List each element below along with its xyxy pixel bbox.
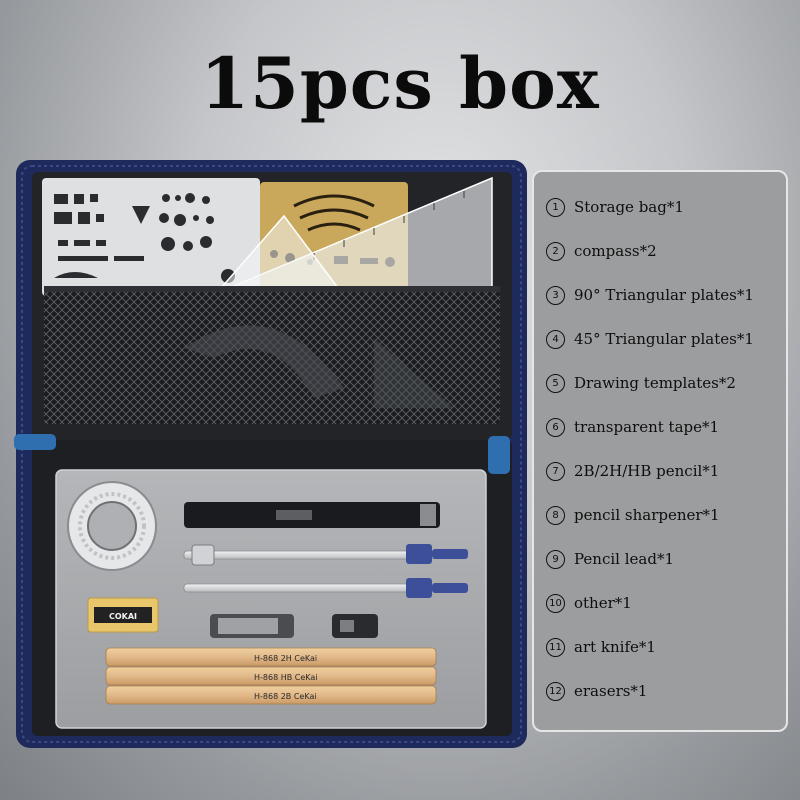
- legend-item: 12 erasers*1: [546, 677, 782, 705]
- legend-item: 6 transparent tape*1: [546, 413, 782, 441]
- pencils: H-868 2H CeKai H-868 HB CeKai H-868 2B C…: [105, 647, 437, 705]
- pencil-label-2b: H-868 2B CeKai: [254, 692, 317, 701]
- art-knife: [184, 502, 440, 528]
- item-number: 6: [546, 417, 565, 437]
- item-number: 3: [546, 285, 565, 305]
- item-label: compass*2: [574, 242, 657, 260]
- transparent-tape: [67, 481, 157, 571]
- page-title: 15pcs box: [200, 42, 600, 125]
- pencil-sharpener: [332, 614, 378, 638]
- legend-item: 3 90° Triangular plates*1: [546, 281, 782, 309]
- item-label: pencil sharpener*1: [574, 506, 720, 524]
- mesh-pocket: [44, 286, 500, 424]
- item-label: 90° Triangular plates*1: [574, 286, 754, 304]
- eraser-brand: COKAI: [109, 612, 137, 621]
- legend-item: 4 45° Triangular plates*1: [546, 325, 782, 353]
- item-label: transparent tape*1: [574, 418, 720, 436]
- item-number: 1: [546, 197, 565, 217]
- item-number: 9: [546, 549, 565, 569]
- item-number: 4: [546, 329, 565, 349]
- drawing-template-silver: [42, 178, 260, 296]
- compass-2: [183, 578, 468, 598]
- item-label: other*1: [574, 594, 632, 612]
- item-number: 11: [546, 637, 565, 657]
- item-number: 2: [546, 241, 565, 261]
- item-number: 12: [546, 681, 565, 701]
- legend-item: 8 pencil sharpener*1: [546, 501, 782, 529]
- item-label: Pencil lead*1: [574, 550, 674, 568]
- legend-item: 2 compass*2: [546, 237, 782, 265]
- item-label: art knife*1: [574, 638, 656, 656]
- legend-item: 7 2B/2H/HB pencil*1: [546, 457, 782, 485]
- pencil-lead: [210, 614, 294, 638]
- item-number: 8: [546, 505, 565, 525]
- item-number: 5: [546, 373, 565, 393]
- legend-item: 5 Drawing templates*2: [546, 369, 782, 397]
- item-label: Storage bag*1: [574, 198, 684, 216]
- legend-item: 10 other*1: [546, 589, 782, 617]
- legend-item: 1 Storage bag*1: [546, 193, 782, 221]
- pencil-label-2h: H-868 2H CeKai: [254, 654, 317, 663]
- contents-legend: 1 Storage bag*1 2 compass*2 3 90° Triangula…: [532, 170, 788, 732]
- item-label: 2B/2H/HB pencil*1: [574, 462, 720, 480]
- item-label: 45° Triangular plates*1: [574, 330, 754, 348]
- eraser: COKAI: [87, 597, 159, 633]
- item-number: 7: [546, 461, 565, 481]
- item-label: Drawing templates*2: [574, 374, 736, 392]
- legend-item: 9 Pencil lead*1: [546, 545, 782, 573]
- item-label: erasers*1: [574, 682, 648, 700]
- legend-item: 11 art knife*1: [546, 633, 782, 661]
- product-photo: COKAI H-868 2H CeKai H-868 HB CeKai H-86…: [14, 160, 527, 748]
- compass-1: [183, 544, 468, 566]
- item-number: 10: [546, 593, 565, 613]
- pencil-label-hb: H-868 HB CeKai: [254, 673, 318, 682]
